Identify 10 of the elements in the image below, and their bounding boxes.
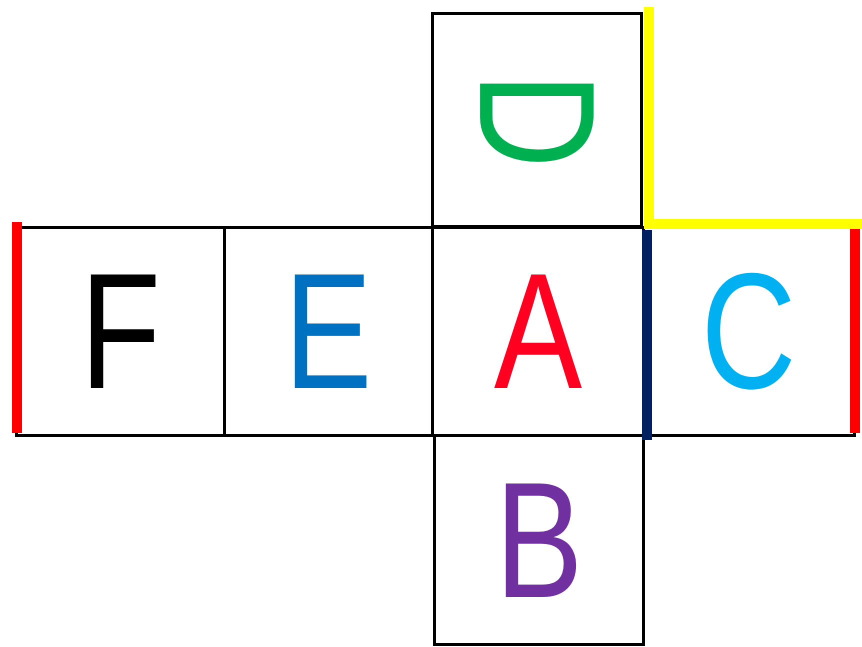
cube-face [433, 434, 645, 646]
face-letter: F [80, 249, 161, 414]
cube-face [431, 12, 643, 228]
cube-face [15, 226, 226, 437]
face-letter: A [494, 249, 582, 414]
face-letter: C [701, 249, 797, 414]
face-letter: E [284, 249, 373, 414]
face-letter: D [454, 72, 620, 168]
face-letter: B [494, 458, 584, 622]
cube-face [223, 226, 434, 437]
